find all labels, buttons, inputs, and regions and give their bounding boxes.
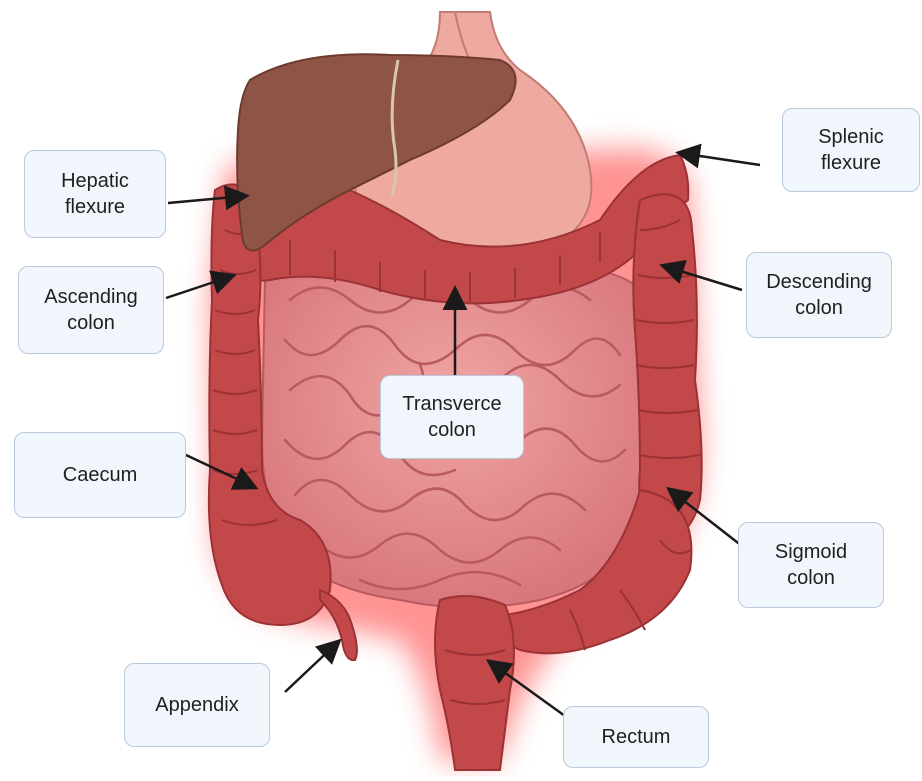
splenic-flexure-label: Splenic flexure xyxy=(782,108,920,192)
rectum-label: Rectum xyxy=(563,706,709,768)
sigmoid-colon-label-line2: colon xyxy=(775,565,847,591)
ascending-colon-label-line2: colon xyxy=(44,310,137,336)
descending-colon-label: Descending colon xyxy=(746,252,892,338)
hepatic-flexure-label: Hepatic flexure xyxy=(24,150,166,238)
splenic-flexure-label-line1: Splenic xyxy=(818,124,884,150)
caecum-label-line1: Caecum xyxy=(63,462,137,488)
sigmoid-colon-label-line1: Sigmoid xyxy=(775,539,847,565)
hepatic-flexure-label-line2: flexure xyxy=(61,194,129,220)
rectum-label-line1: Rectum xyxy=(602,724,671,750)
hepatic-flexure-label-line1: Hepatic xyxy=(61,168,129,194)
transverse-colon-label-line2: colon xyxy=(402,417,501,443)
caecum-label: Caecum xyxy=(14,432,186,518)
transverse-colon-label-line1: Transverce xyxy=(402,391,501,417)
descending-colon-label-line1: Descending xyxy=(766,269,872,295)
ascending-colon-label-line1: Ascending xyxy=(44,284,137,310)
splenic-flexure-label-line2: flexure xyxy=(818,150,884,176)
transverse-colon-label: Transverce colon xyxy=(380,375,524,459)
appendix-label: Appendix xyxy=(124,663,270,747)
descending-colon-label-line2: colon xyxy=(766,295,872,321)
appendix-label-line1: Appendix xyxy=(155,692,238,718)
sigmoid-colon-label: Sigmoid colon xyxy=(738,522,884,608)
ascending-colon-label: Ascending colon xyxy=(18,266,164,354)
